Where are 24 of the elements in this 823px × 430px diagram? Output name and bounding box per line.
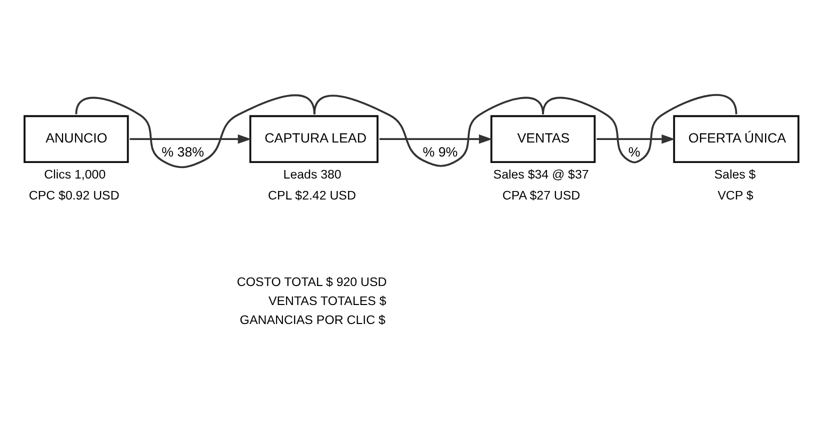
- arrow: [596, 134, 676, 144]
- node-label: Leads 380: [283, 168, 342, 182]
- edge-label: %: [628, 144, 640, 160]
- label: COSTO TOTAL $ 920 USD: [236, 274, 387, 289]
- label: GANANCIAS POR CLIC $: [240, 313, 386, 328]
- node-label: Clics 1,000: [44, 168, 106, 182]
- label: VENTAS TOTALES $: [268, 294, 386, 308]
- node-box: CAPTURA LEAD: [249, 115, 378, 163]
- arrow: [379, 134, 492, 144]
- edge-label: % 9%: [422, 144, 458, 160]
- node-label: VCP $: [718, 188, 754, 203]
- node-box: VENTAS: [490, 115, 596, 163]
- node-label: Sales $: [714, 168, 756, 182]
- node-label: CPA $27 USD: [502, 188, 580, 203]
- connector: [75, 94, 316, 168]
- connector: [542, 94, 738, 164]
- node-box: OFERTA ÚNICA: [673, 115, 800, 163]
- node-label: CPL $2.42 USD: [268, 188, 356, 203]
- arrow: [130, 134, 252, 144]
- node-label: Sales $34 @ $37: [493, 168, 589, 182]
- connector: [313, 94, 544, 167]
- node-label: CPC $0.92 USD: [28, 188, 120, 203]
- edge-label: % 38%: [162, 144, 204, 160]
- node-box: ANUNCIO: [24, 115, 129, 163]
